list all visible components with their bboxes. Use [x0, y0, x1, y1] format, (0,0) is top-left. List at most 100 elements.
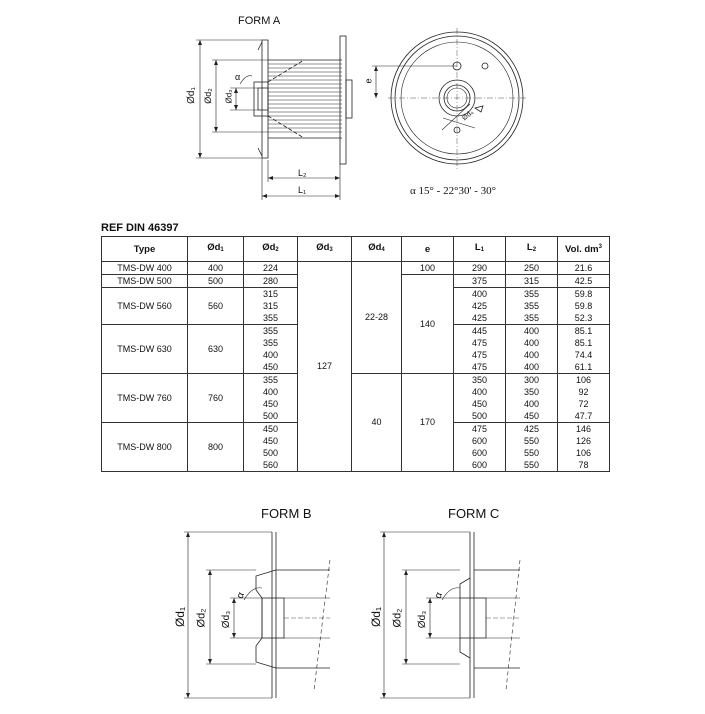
form-c-d3-label: Ød₃ — [417, 610, 429, 629]
header-subscript: 2 — [532, 247, 537, 253]
vol-cell: 42.5 — [557, 274, 610, 288]
header-cell: Ød3 — [297, 236, 352, 262]
vol-cell-stack: 42.5 — [558, 275, 609, 287]
d3-cell: 127 — [297, 261, 352, 472]
vol-cell-value: 72 — [578, 399, 589, 409]
d2-cell-value: 450 — [262, 424, 279, 434]
d2-cell-value: 355 — [262, 326, 279, 336]
form-b-drawing — [184, 531, 331, 699]
type-cell: TMS-DW 400 — [101, 261, 188, 275]
d2-cell-value: 355 — [262, 375, 279, 385]
l1-cell-value: 375 — [471, 276, 488, 286]
l2-cell-value: 450 — [523, 411, 540, 421]
l2-cell-value: 550 — [523, 448, 540, 458]
l1-cell-value: 475 — [471, 362, 488, 372]
header-cell: L1 — [453, 236, 506, 262]
l1-cell-stack: 375 — [454, 275, 505, 287]
vol-cell-value: 52.3 — [574, 313, 593, 323]
d2-cell-value: 400 — [262, 350, 279, 360]
vol-cell-value: 78 — [578, 460, 589, 470]
header-cell: Ød4 — [351, 236, 402, 262]
vol-cell-value: 74.4 — [574, 350, 593, 360]
form-b-title: FORM B — [261, 506, 312, 521]
vol-cell-value: 47.7 — [574, 411, 593, 421]
d2-cell-value: 355 — [262, 313, 279, 323]
l1-cell-value: 500 — [471, 411, 488, 421]
l1-cell: 290 — [453, 261, 506, 275]
form-a-e-label: e — [363, 78, 374, 84]
l2-cell-value: 250 — [523, 263, 540, 273]
vol-cell-value: 106 — [575, 448, 592, 458]
d2-cell-value: 450 — [262, 362, 279, 372]
l1-cell-value: 425 — [471, 301, 488, 311]
l2-cell: 315 — [505, 274, 558, 288]
header-text: e — [424, 243, 431, 255]
l2-cell-value: 300 — [523, 375, 540, 385]
header-subscript: 1 — [480, 247, 485, 253]
d1-cell: 500 — [187, 274, 244, 288]
vol-cell-value: 42.5 — [574, 276, 593, 286]
form-c-drawing — [380, 531, 521, 699]
form-a-l2-label: L₂ — [298, 168, 307, 178]
form-a-d1-label: Ød₁ — [185, 87, 197, 104]
d2-cell-value: 500 — [262, 448, 279, 458]
l2-cell-value: 350 — [523, 387, 540, 397]
d2-cell-value: 400 — [262, 387, 279, 397]
l2-cell-value: 400 — [523, 350, 540, 360]
l2-cell-stack: 250 — [506, 262, 557, 274]
form-a-l1-label: L₁ — [298, 185, 307, 195]
l2-cell-value: 425 — [523, 424, 540, 434]
form-c-d2-label: Ød₂ — [391, 608, 404, 628]
l1-cell-value: 400 — [471, 289, 488, 299]
vol-cell-value: 85.1 — [574, 326, 593, 336]
vol-cell: 146 126 106 78 — [557, 422, 610, 472]
type-cell: TMS-DW 500 — [101, 274, 188, 288]
type-cell: TMS-DW 560 — [101, 287, 188, 325]
header-cell: Type — [101, 236, 188, 262]
header-superscript: 3 — [598, 244, 602, 251]
header-cell: Ød2 — [243, 236, 298, 262]
form-a-d2-label: Ød₂ — [202, 88, 213, 104]
l2-cell-value: 355 — [523, 301, 540, 311]
l2-cell-stack: 300 350 400 450 — [506, 374, 557, 422]
header-text: Type — [133, 243, 156, 255]
header-subscript: 3 — [329, 247, 333, 253]
header-text: Vol. dm — [565, 244, 599, 256]
l2-cell-value: 400 — [523, 399, 540, 409]
l2-cell-value: 550 — [523, 460, 540, 470]
header-text: L — [526, 242, 533, 253]
vol-cell-value: 146 — [575, 424, 592, 434]
vol-cell-stack: 146 126 106 78 — [558, 423, 609, 471]
l2-cell-value: 550 — [523, 436, 540, 446]
type-cell: TMS-DW 630 — [101, 324, 188, 374]
d2-cell-value: 500 — [262, 411, 279, 421]
header-text: Ød — [262, 242, 276, 253]
header-cell: Vol. dm3 — [557, 236, 610, 262]
form-b-d1-label: Ød₁ — [173, 606, 188, 628]
d2-cell: 280 — [243, 274, 298, 288]
l2-cell-value: 400 — [523, 326, 540, 336]
l1-cell-value: 350 — [471, 375, 488, 385]
vol-cell-value: 126 — [575, 436, 592, 446]
header-text: Ød — [368, 242, 382, 253]
d4-cell: 40 — [351, 373, 402, 472]
l1-cell-value: 445 — [471, 326, 488, 336]
